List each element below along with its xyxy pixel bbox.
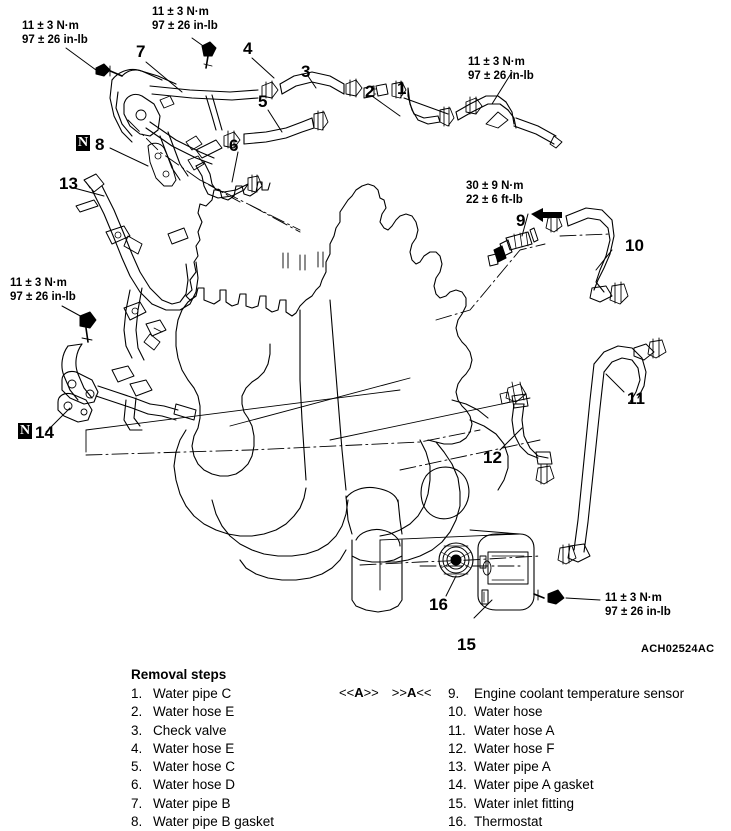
list-item: 10. Water hose (448, 703, 684, 721)
list-item-number: 2. (131, 704, 143, 720)
callout-9: 9 (516, 211, 526, 230)
bolt-top-center (201, 41, 217, 69)
list-item-number: 5. (131, 759, 143, 775)
list-item-number: 16. (448, 814, 467, 830)
callout-14: 14 (35, 423, 54, 442)
list-item-number: 14. (448, 777, 467, 793)
list-item-label: Thermostat (474, 814, 543, 830)
torque-spec-top-left: 11 ± 3 N·m 97 ± 26 in-lb (22, 20, 88, 46)
marker-before: <<A>> (339, 685, 379, 700)
list-item: 9. Engine coolant temperature sensor (448, 685, 684, 703)
list-item-number: 13. (448, 759, 467, 775)
callout-11: 11 (627, 389, 645, 408)
bolt-top-left (95, 63, 123, 77)
list-item-number: 9. (448, 686, 460, 701)
callout-13: 13 (59, 174, 78, 193)
list-item: 11. Water hose A (448, 722, 684, 740)
list-item: 5. Water hose C (131, 758, 274, 776)
drawing-part-code: ACH02524AC (641, 643, 715, 655)
hose-c-run (195, 110, 329, 159)
list-item-label: Water hose D (153, 777, 236, 793)
list-item-number: 1. (131, 686, 143, 701)
list-item: 1. Water pipe C (131, 685, 274, 703)
callout-7: 7 (136, 42, 146, 61)
callout-10: 10 (625, 236, 644, 255)
callout-16: 16 (429, 595, 448, 614)
water-pipe-b-assembly (109, 68, 259, 187)
list-item-number: 10. (448, 704, 467, 720)
callout-5: 5 (258, 92, 268, 111)
list-item-label: Water hose (474, 704, 543, 720)
hose-d (187, 155, 263, 199)
list-item: 6. Water hose D (131, 776, 274, 794)
list-item-label: Water hose E (153, 704, 235, 720)
list-item-number: 6. (131, 777, 143, 793)
list-item-label: Water hose F (474, 740, 555, 756)
torque-spec-sensor: 30 ± 9 N·m 22 ± 6 ft-lb (466, 180, 524, 206)
removal-steps-legend: Removal steps <<A>> >>A<< 1. Water pipe C … (0, 660, 731, 829)
callout-6: 6 (229, 136, 239, 155)
torque-spec-top-center: 11 ± 3 N·m 97 ± 26 in-lb (152, 6, 218, 32)
list-item: 4. Water hose E (131, 740, 274, 758)
illustration-svg (45, 37, 667, 619)
engine-block-outline (185, 181, 473, 445)
callout-3: 3 (301, 62, 311, 81)
list-item-label: Water hose A (474, 722, 555, 738)
new-part-marker-14: N (18, 423, 33, 439)
list-item-label: Engine coolant temperature sensor (474, 686, 685, 701)
callout-15: 15 (457, 635, 476, 654)
water-hose-a (557, 337, 667, 565)
section-markers: <<A>> >>A<< (339, 685, 432, 700)
callout-12: 12 (483, 448, 502, 467)
list-item: 16. Thermostat (448, 813, 684, 831)
top-hose-run (261, 71, 563, 149)
list-item-label: Water pipe C (153, 686, 232, 701)
list-item-label: Water inlet fitting (474, 795, 575, 811)
thermostat-assembly (438, 533, 535, 611)
legend-column-left: 1. Water pipe C 2. Water hose E 3. Check va… (131, 685, 274, 831)
callout-1: 1 (397, 79, 407, 98)
coolant-temp-sensor (487, 227, 539, 267)
new-part-marker-8: N (76, 135, 91, 151)
list-item: 3. Check valve (131, 722, 274, 740)
list-item-number: 3. (131, 722, 143, 738)
direction-arrow-icon (531, 208, 562, 222)
list-item-number: 12. (448, 740, 467, 756)
list-item-number: 8. (131, 814, 143, 830)
list-item-label: Water pipe A gasket (474, 777, 594, 793)
marker-after: >>A<< (391, 685, 432, 700)
list-item: 2. Water hose E (131, 703, 274, 721)
list-item: 12. Water hose F (448, 740, 684, 758)
list-item-number: 15. (448, 795, 467, 811)
list-item-number: 4. (131, 740, 143, 756)
list-item-label: Water pipe B gasket (153, 814, 275, 830)
bolt-bottom-right (533, 589, 565, 605)
legend-title: Removal steps (131, 667, 227, 682)
callout-leaders (45, 37, 625, 619)
torque-spec-top-right: 11 ± 3 N·m 97 ± 26 in-lb (468, 56, 534, 82)
list-item: 7. Water pipe B (131, 795, 274, 813)
water-hose-f (499, 381, 555, 485)
list-item: 8. Water pipe B gasket (131, 813, 274, 831)
list-item-label: Water pipe A (474, 759, 551, 775)
torque-spec-mid-left: 11 ± 3 N·m 97 ± 26 in-lb (10, 277, 76, 303)
callout-4: 4 (243, 39, 253, 58)
list-item-label: Water hose E (153, 740, 235, 756)
list-item-label: Water hose C (153, 759, 236, 775)
callout-8: 8 (95, 135, 105, 154)
list-item: 13. Water pipe A (448, 758, 684, 776)
list-item-label: Check valve (153, 722, 227, 738)
list-item-number: 11. (448, 722, 466, 738)
water-pipe-a (57, 173, 199, 431)
list-item: 15. Water inlet fitting (448, 795, 684, 813)
list-item: 14. Water pipe A gasket (448, 776, 684, 794)
water-hose-10 (545, 207, 629, 305)
callout-2: 2 (365, 82, 375, 101)
list-item-number: 7. (131, 795, 143, 811)
torque-spec-bottom-right: 11 ± 3 N·m 97 ± 26 in-lb (605, 592, 671, 618)
list-item-label: Water pipe B (153, 795, 231, 811)
technical-illustration: 11 ± 3 N·m 97 ± 26 in-lb 11 ± 3 N·m 97 ±… (10, 6, 715, 655)
legend-column-right: 9. Engine coolant temperature sensor 10. W… (448, 685, 684, 831)
